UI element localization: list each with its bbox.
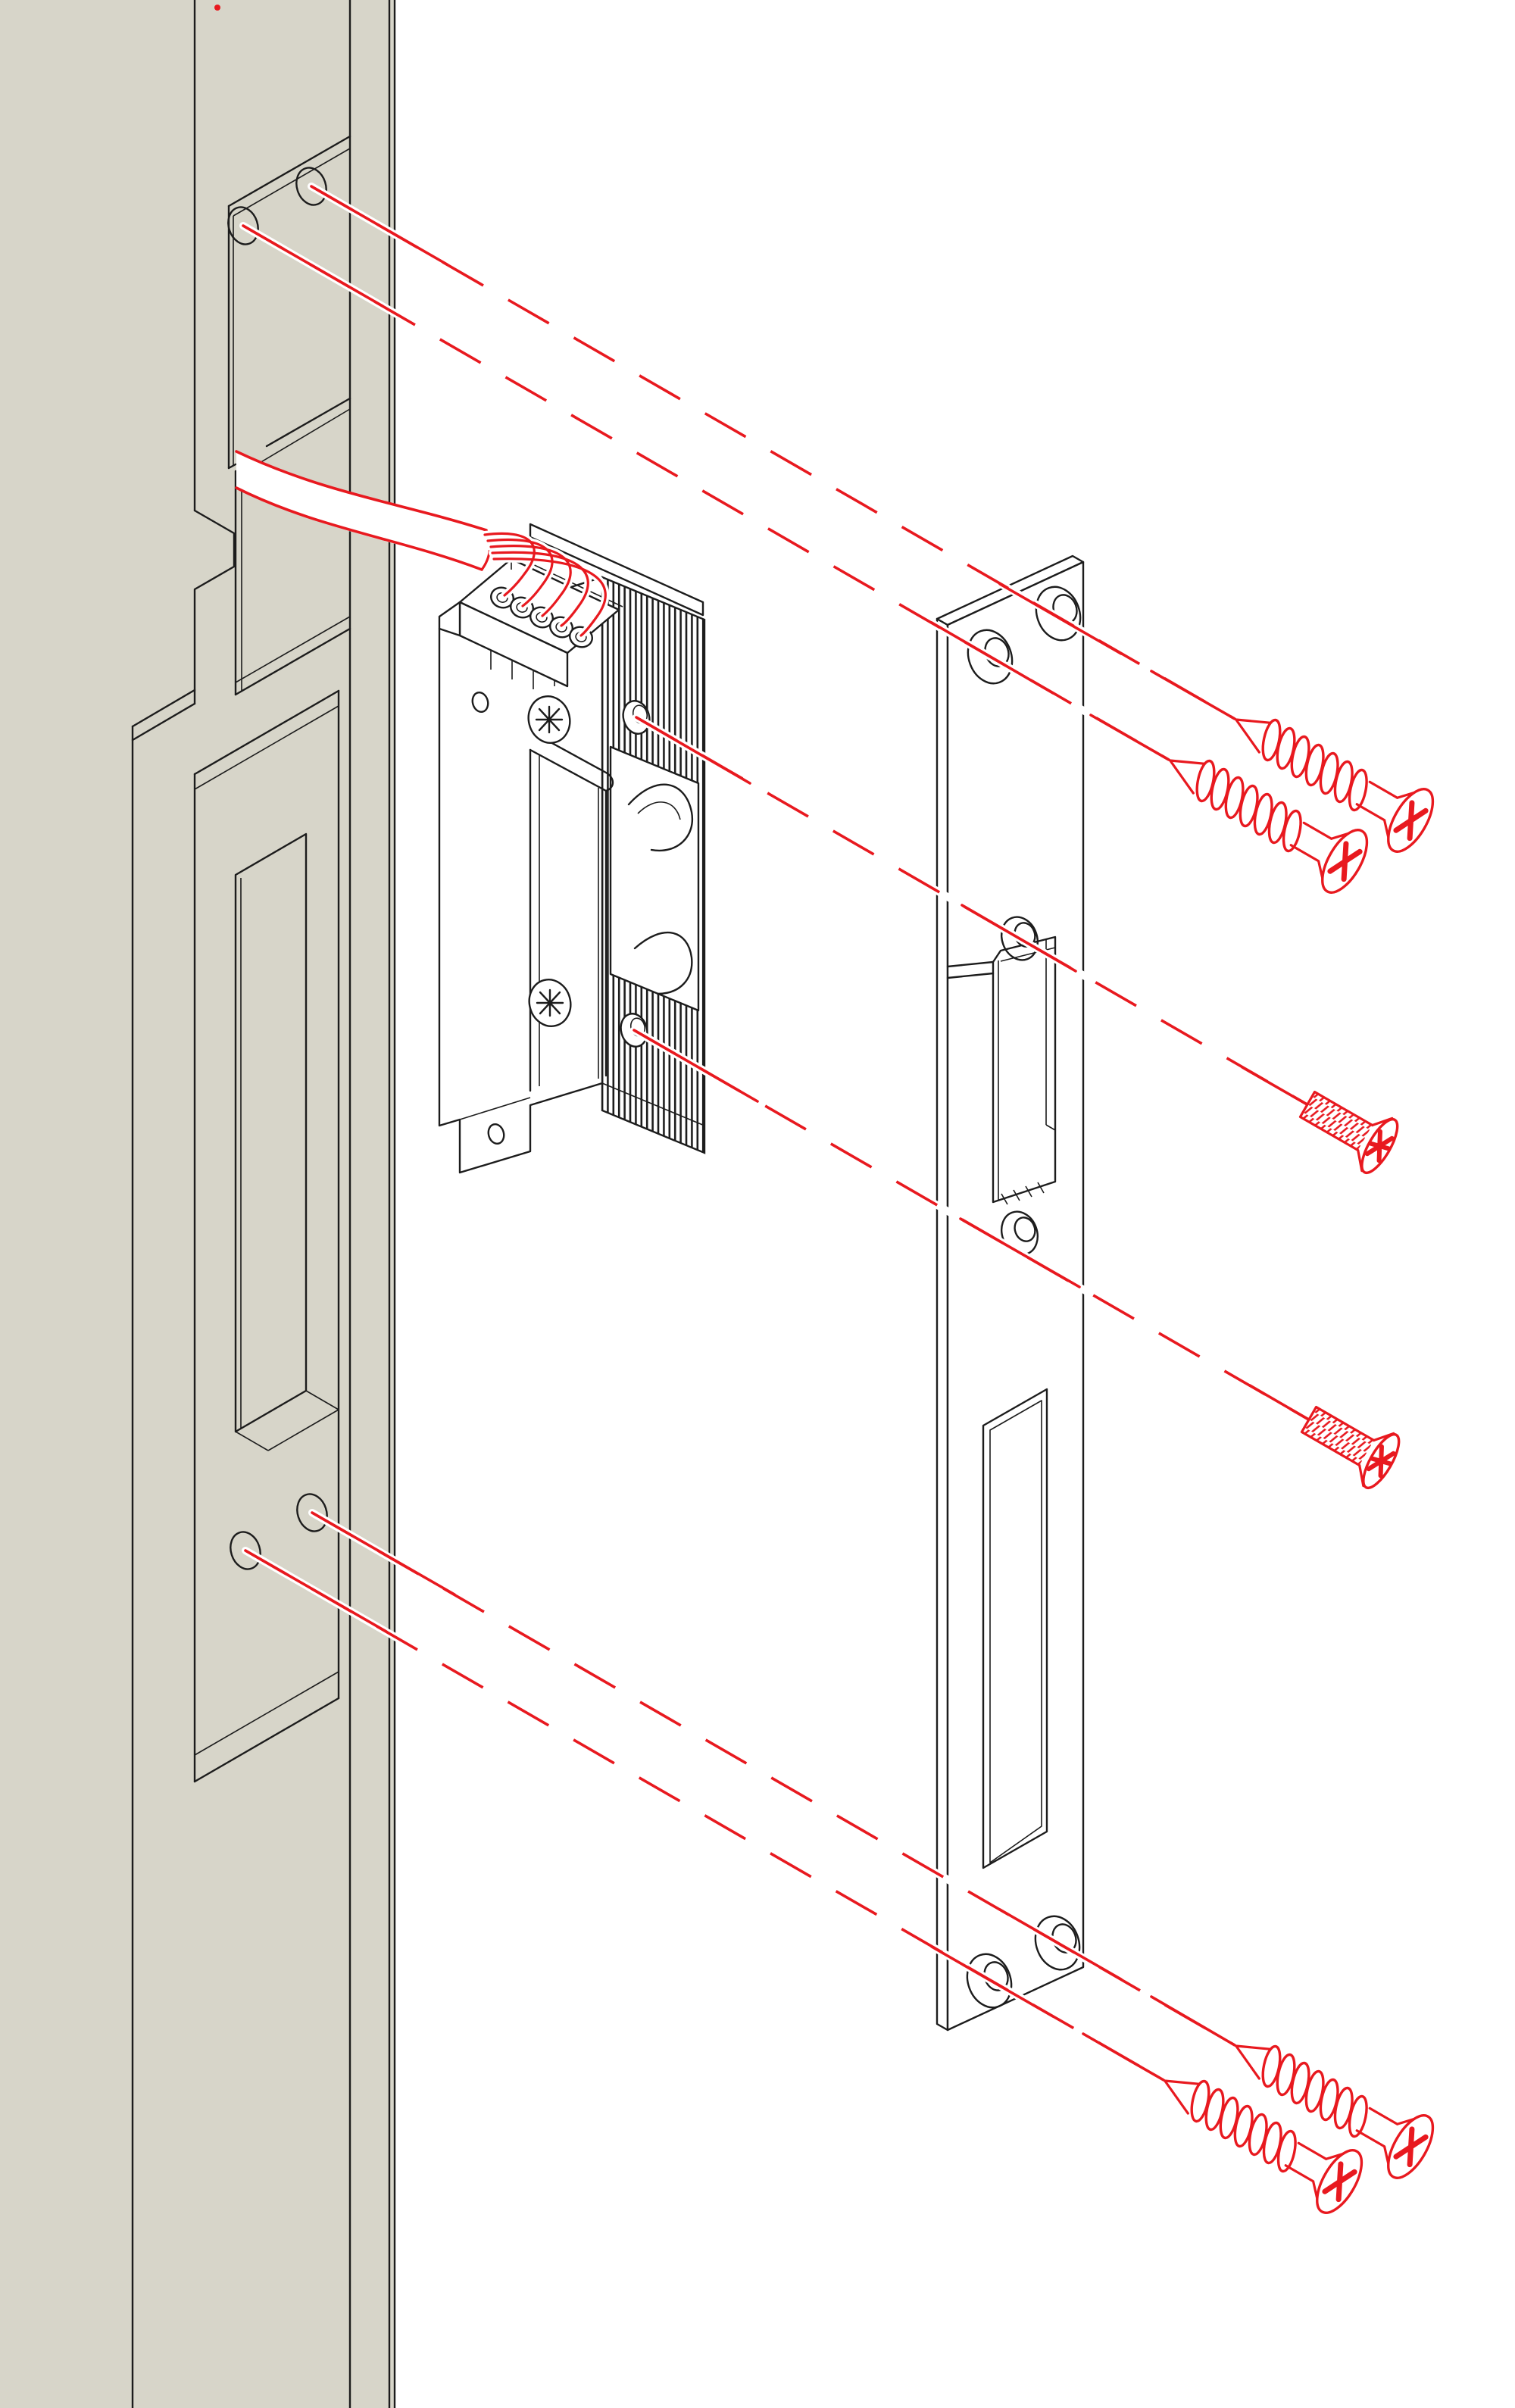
strike-keeper-window	[609, 745, 700, 1012]
frame-latch-slot	[234, 832, 339, 1451]
faceplate-bottom-holes	[966, 1915, 1081, 2009]
frame-screw-hole	[296, 1493, 328, 1532]
frame-face	[0, 0, 394, 2408]
electric-strike-body	[438, 523, 706, 1174]
faceplate-keeper-cutout	[946, 935, 1057, 1205]
strike-keeper	[529, 732, 614, 1092]
frame-screw-hole	[227, 206, 259, 245]
frame-upper-mortise	[227, 135, 351, 470]
door-frame	[0, 0, 396, 2408]
strike-small-hole	[471, 691, 489, 714]
faceplate-latch-window	[982, 1388, 1048, 1869]
leader-line	[308, 1509, 1239, 2049]
strike-phillips-screw	[527, 695, 571, 744]
leader-line	[239, 222, 1173, 764]
leader-line	[242, 1547, 1167, 2084]
strike-phillips-screw	[528, 979, 572, 1027]
stray-red-dot	[214, 5, 220, 11]
faceplate	[936, 554, 1085, 2032]
strike-small-hole	[487, 1123, 505, 1145]
frame-screw-hole	[230, 1531, 261, 1570]
frame-screw-hole	[295, 167, 327, 206]
leader-line	[308, 183, 1239, 723]
assembly-leader-lines	[239, 183, 1335, 2084]
wire-strands	[481, 529, 610, 639]
